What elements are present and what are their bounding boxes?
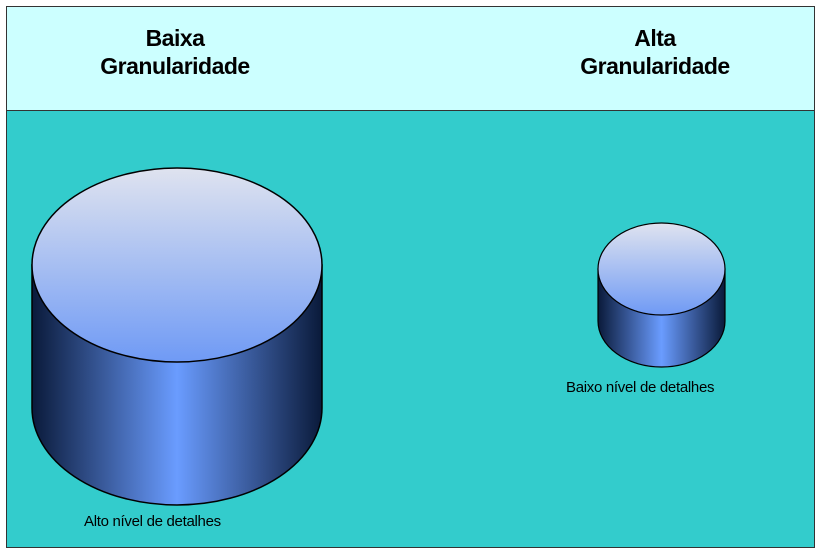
large-database-cylinder-icon xyxy=(31,167,323,506)
low-granularity-title-line1: Baixa xyxy=(145,25,205,51)
small-database-cylinder-icon xyxy=(597,222,726,368)
header-band xyxy=(7,7,814,111)
low-granularity-title: Baixa Granularidade xyxy=(70,24,280,80)
high-granularity-title-line2: Granularidade xyxy=(580,53,730,79)
low-detail-caption: Baixo nível de detalhes xyxy=(566,379,715,396)
high-detail-caption: Alto nível de detalhes xyxy=(84,513,221,530)
high-granularity-title: Alta Granularidade xyxy=(540,24,770,80)
high-granularity-title-line1: Alta xyxy=(634,25,676,51)
low-granularity-title-line2: Granularidade xyxy=(100,53,250,79)
